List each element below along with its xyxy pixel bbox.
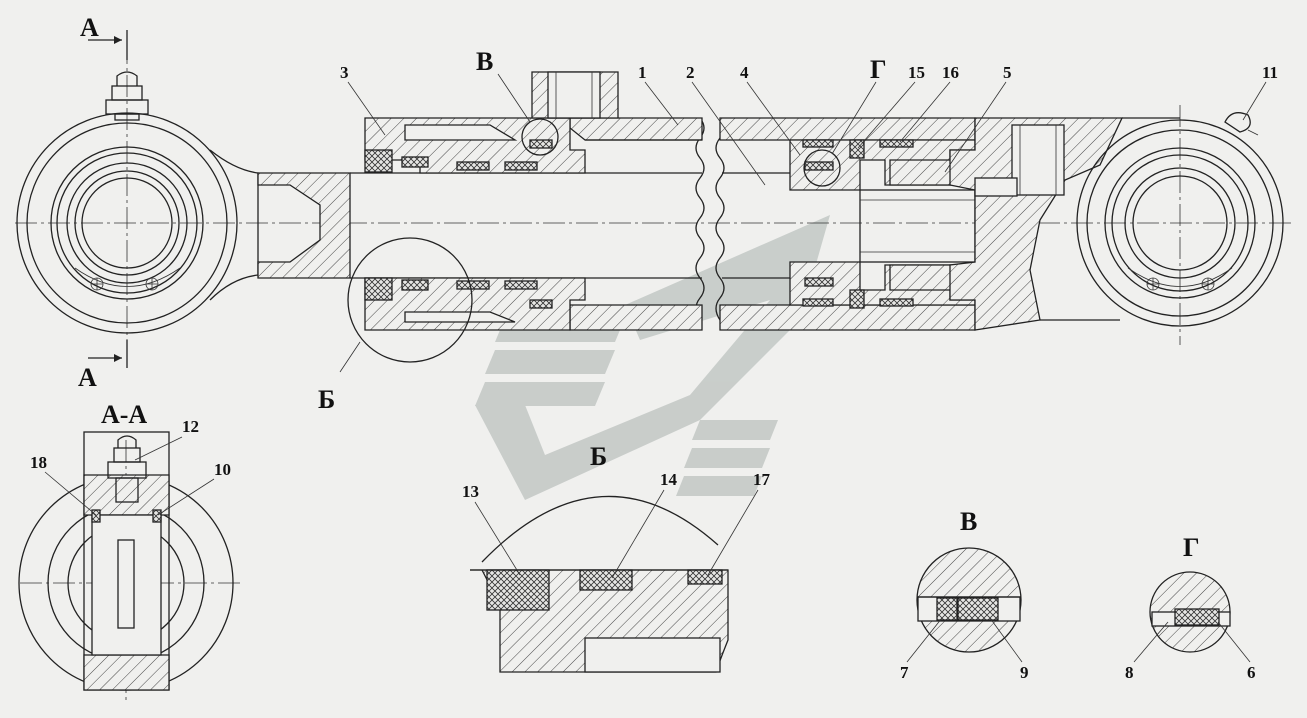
section-mark-a-top: А [80, 13, 99, 42]
cylinder-gland [364, 117, 586, 331]
grease-fitting-section [107, 435, 147, 503]
section-a-cut-markers: А А [78, 13, 128, 392]
detail-v-view: В 7 9 [900, 507, 1029, 682]
callout-16: 16 [942, 63, 959, 82]
callout-10: 10 [214, 460, 231, 479]
callout-17: 17 [753, 470, 771, 489]
detail-v-title: В [960, 507, 977, 536]
callout-6: 6 [1247, 663, 1256, 682]
callout-11: 11 [1262, 63, 1278, 82]
port-fitting [531, 71, 619, 119]
callout-15: 15 [908, 63, 925, 82]
detail-markers: В Г Б [318, 47, 887, 414]
right-rod-eye [1040, 112, 1284, 327]
detail-mark-b: Б [318, 385, 335, 414]
detail-g-title: Г [1183, 533, 1200, 562]
section-a-a-title: А-А [101, 400, 147, 429]
callout-14: 14 [660, 470, 678, 489]
detail-mark-g: Г [870, 55, 887, 84]
callout-4: 4 [740, 63, 749, 82]
callout-3: 3 [340, 63, 349, 82]
callout-12: 12 [182, 417, 199, 436]
break-lines [695, 117, 725, 321]
section-mark-a-bottom: А [78, 363, 97, 392]
watermark-logo [475, 215, 830, 500]
callout-7: 7 [900, 663, 909, 682]
grease-fitting-left [105, 71, 149, 121]
detail-b-title: Б [590, 442, 607, 471]
callout-13: 13 [462, 482, 479, 501]
section-a-a-view: А-А 12 18 10 [18, 400, 240, 700]
callout-18: 18 [30, 453, 47, 472]
detail-b-view: Б 13 14 17 [462, 442, 771, 673]
callout-9: 9 [1020, 663, 1029, 682]
callout-8: 8 [1125, 663, 1134, 682]
left-rod-eye [16, 71, 351, 334]
end-cap [949, 117, 1124, 331]
callout-1: 1 [638, 63, 647, 82]
detail-mark-v: В [476, 47, 493, 76]
callout-5: 5 [1003, 63, 1012, 82]
callouts-main: 1 2 3 4 5 11 15 16 [340, 63, 1278, 186]
callout-2: 2 [686, 63, 695, 82]
grease-cap-right [1224, 112, 1259, 136]
detail-g-view: Г 8 6 [1125, 533, 1256, 682]
